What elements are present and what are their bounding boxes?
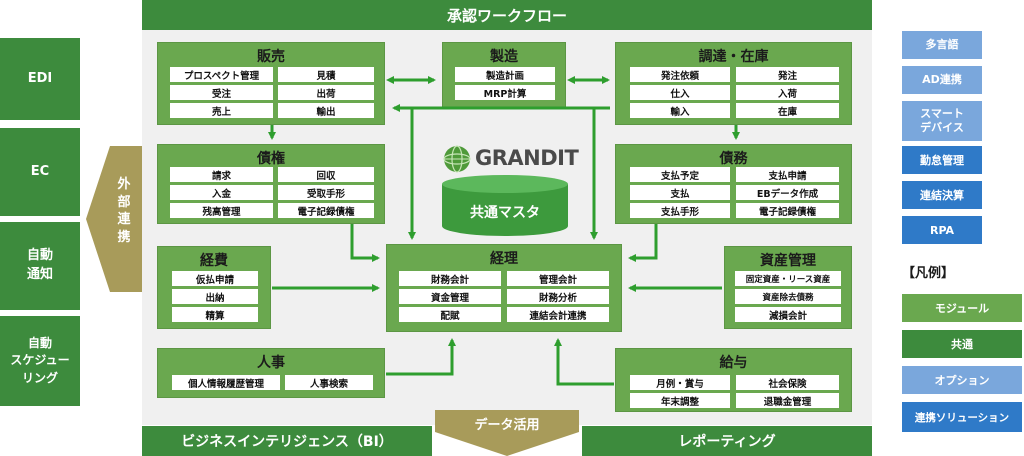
ec-block: EC	[0, 128, 80, 216]
accounting-item: 財務分析	[507, 289, 609, 304]
data-utilization-arrow	[435, 410, 579, 456]
payroll-title: 給与	[719, 355, 748, 371]
payables-module: 債務 支払予定 支払申請 支払 EBデータ作成 支払手形 電子記録債権	[615, 144, 852, 224]
expenses-item: 仮払申請	[172, 271, 258, 286]
receivables-item: 入金	[170, 185, 273, 200]
receivables-item: 回収	[278, 167, 374, 182]
hr-item: 個人情報履歴管理	[172, 375, 280, 390]
procurement-item: 入荷	[736, 85, 839, 100]
sales-item: 輸出	[278, 103, 374, 118]
receivables-item: 受取手形	[278, 185, 374, 200]
payables-item: EBデータ作成	[736, 185, 839, 200]
legend-title: 【凡例】	[902, 266, 955, 281]
manufacturing-title: 製造	[490, 49, 518, 65]
payables-item: 支払申請	[736, 167, 839, 182]
procurement-item: 在庫	[736, 103, 839, 118]
data-utilization-label: データ活用	[474, 418, 540, 433]
payables-item: 支払	[630, 185, 730, 200]
receivables-item: 残高管理	[170, 203, 273, 218]
legend-linked-solution: 連携ソリューション	[902, 402, 1022, 432]
sales-item: 見積	[278, 67, 374, 82]
legend-module: モジュール	[902, 294, 1022, 322]
common-master-label: 共通マスタ	[470, 205, 540, 221]
option-smart-device: スマート デバイス	[902, 101, 982, 141]
accounting-module: 経理 財務会計 管理会計 資金管理 財務分析 配賦 連結会計連携	[386, 244, 622, 332]
procurement-item: 発注	[736, 67, 839, 82]
payroll-item: 社会保険	[736, 375, 839, 390]
sales-module: 販売 プロスペクト管理 見積 受注 出荷 売上 輸出	[157, 42, 385, 125]
external-link-chevron	[86, 146, 142, 292]
receivables-module: 債権 請求 回収 入金 受取手形 残高管理 電子記録債権	[157, 144, 385, 224]
asset-item: 固定資産・リース資産	[735, 271, 841, 286]
auto-scheduling-block: 自動 スケジュー リング	[0, 316, 80, 406]
grandit-globe-icon	[443, 145, 471, 173]
solution-attendance: 勤怠管理	[902, 146, 982, 174]
asset-item: 減損会計	[735, 307, 841, 322]
auto-notification-block: 自動 通知	[0, 222, 80, 310]
manufacturing-item: MRP計算	[455, 85, 555, 100]
expenses-title: 経費	[200, 253, 228, 269]
payroll-item: 退職金管理	[736, 393, 839, 408]
bi-bar: ビジネスインテリジェンス（BI）	[142, 426, 432, 456]
procurement-item: 仕入	[630, 85, 730, 100]
accounting-item: 管理会計	[507, 271, 609, 286]
asset-management-title: 資産管理	[760, 253, 816, 269]
common-master-cylinder	[442, 175, 568, 236]
payroll-item: 年末調整	[630, 393, 730, 408]
edi-block: EDI	[0, 38, 80, 120]
accounting-item: 資金管理	[399, 289, 501, 304]
accounting-title: 経理	[490, 251, 518, 267]
manufacturing-module: 製造 製造計画 MRP計算	[442, 42, 566, 109]
sales-item: プロスペクト管理	[170, 67, 273, 82]
solution-consolidated-closing: 連結決算	[902, 181, 982, 209]
procurement-title: 調達・在庫	[698, 49, 769, 65]
receivables-item: 請求	[170, 167, 273, 182]
manufacturing-item: 製造計画	[455, 67, 555, 82]
payables-item: 支払手形	[630, 203, 730, 218]
legend-common: 共通	[902, 330, 1022, 358]
procurement-item: 発注依頼	[630, 67, 730, 82]
sales-item: 出荷	[278, 85, 374, 100]
grandit-logo: GRANDIT	[440, 142, 579, 174]
payroll-module: 給与 月例・賞与 社会保険 年末調整 退職金管理	[615, 348, 852, 412]
accounting-item: 財務会計	[399, 271, 501, 286]
legend-option: オプション	[902, 366, 1022, 394]
procurement-item: 輸入	[630, 103, 730, 118]
payroll-item: 月例・賞与	[630, 375, 730, 390]
accounting-item: 配賦	[399, 307, 501, 322]
sales-title: 販売	[257, 49, 285, 65]
expenses-module: 経費 仮払申請 出納 精算	[157, 246, 271, 329]
receivables-title: 債権	[257, 151, 285, 167]
sales-item: 売上	[170, 103, 273, 118]
expenses-item: 出納	[172, 289, 258, 304]
asset-management-module: 資産管理 固定資産・リース資産 資産除去債務 減損会計	[724, 246, 852, 329]
approval-workflow-bar: 承認ワークフロー	[142, 0, 872, 30]
hr-title: 人事	[257, 355, 285, 371]
external-link-label: 外 部 連 携	[117, 177, 131, 245]
expenses-item: 精算	[172, 307, 258, 322]
option-multilingual: 多言語	[902, 31, 982, 59]
payables-item: 電子記録債権	[736, 203, 839, 218]
payables-title: 債務	[719, 151, 748, 167]
receivables-item: 電子記録債権	[278, 203, 374, 218]
reporting-bar: レポーティング	[582, 426, 872, 456]
option-ad-integration: AD連携	[902, 66, 982, 94]
accounting-item: 連結会計連携	[507, 307, 609, 322]
hr-module: 人事 個人情報履歴管理 人事検索	[157, 348, 385, 398]
grandit-logo-text: GRANDIT	[475, 146, 579, 170]
payables-item: 支払予定	[630, 167, 730, 182]
solution-rpa: RPA	[902, 216, 982, 244]
procurement-module: 調達・在庫 発注依頼 発注 仕入 入荷 輸入 在庫	[615, 42, 852, 125]
sales-item: 受注	[170, 85, 273, 100]
asset-item: 資産除去債務	[735, 289, 841, 304]
hr-item: 人事検索	[285, 375, 373, 390]
